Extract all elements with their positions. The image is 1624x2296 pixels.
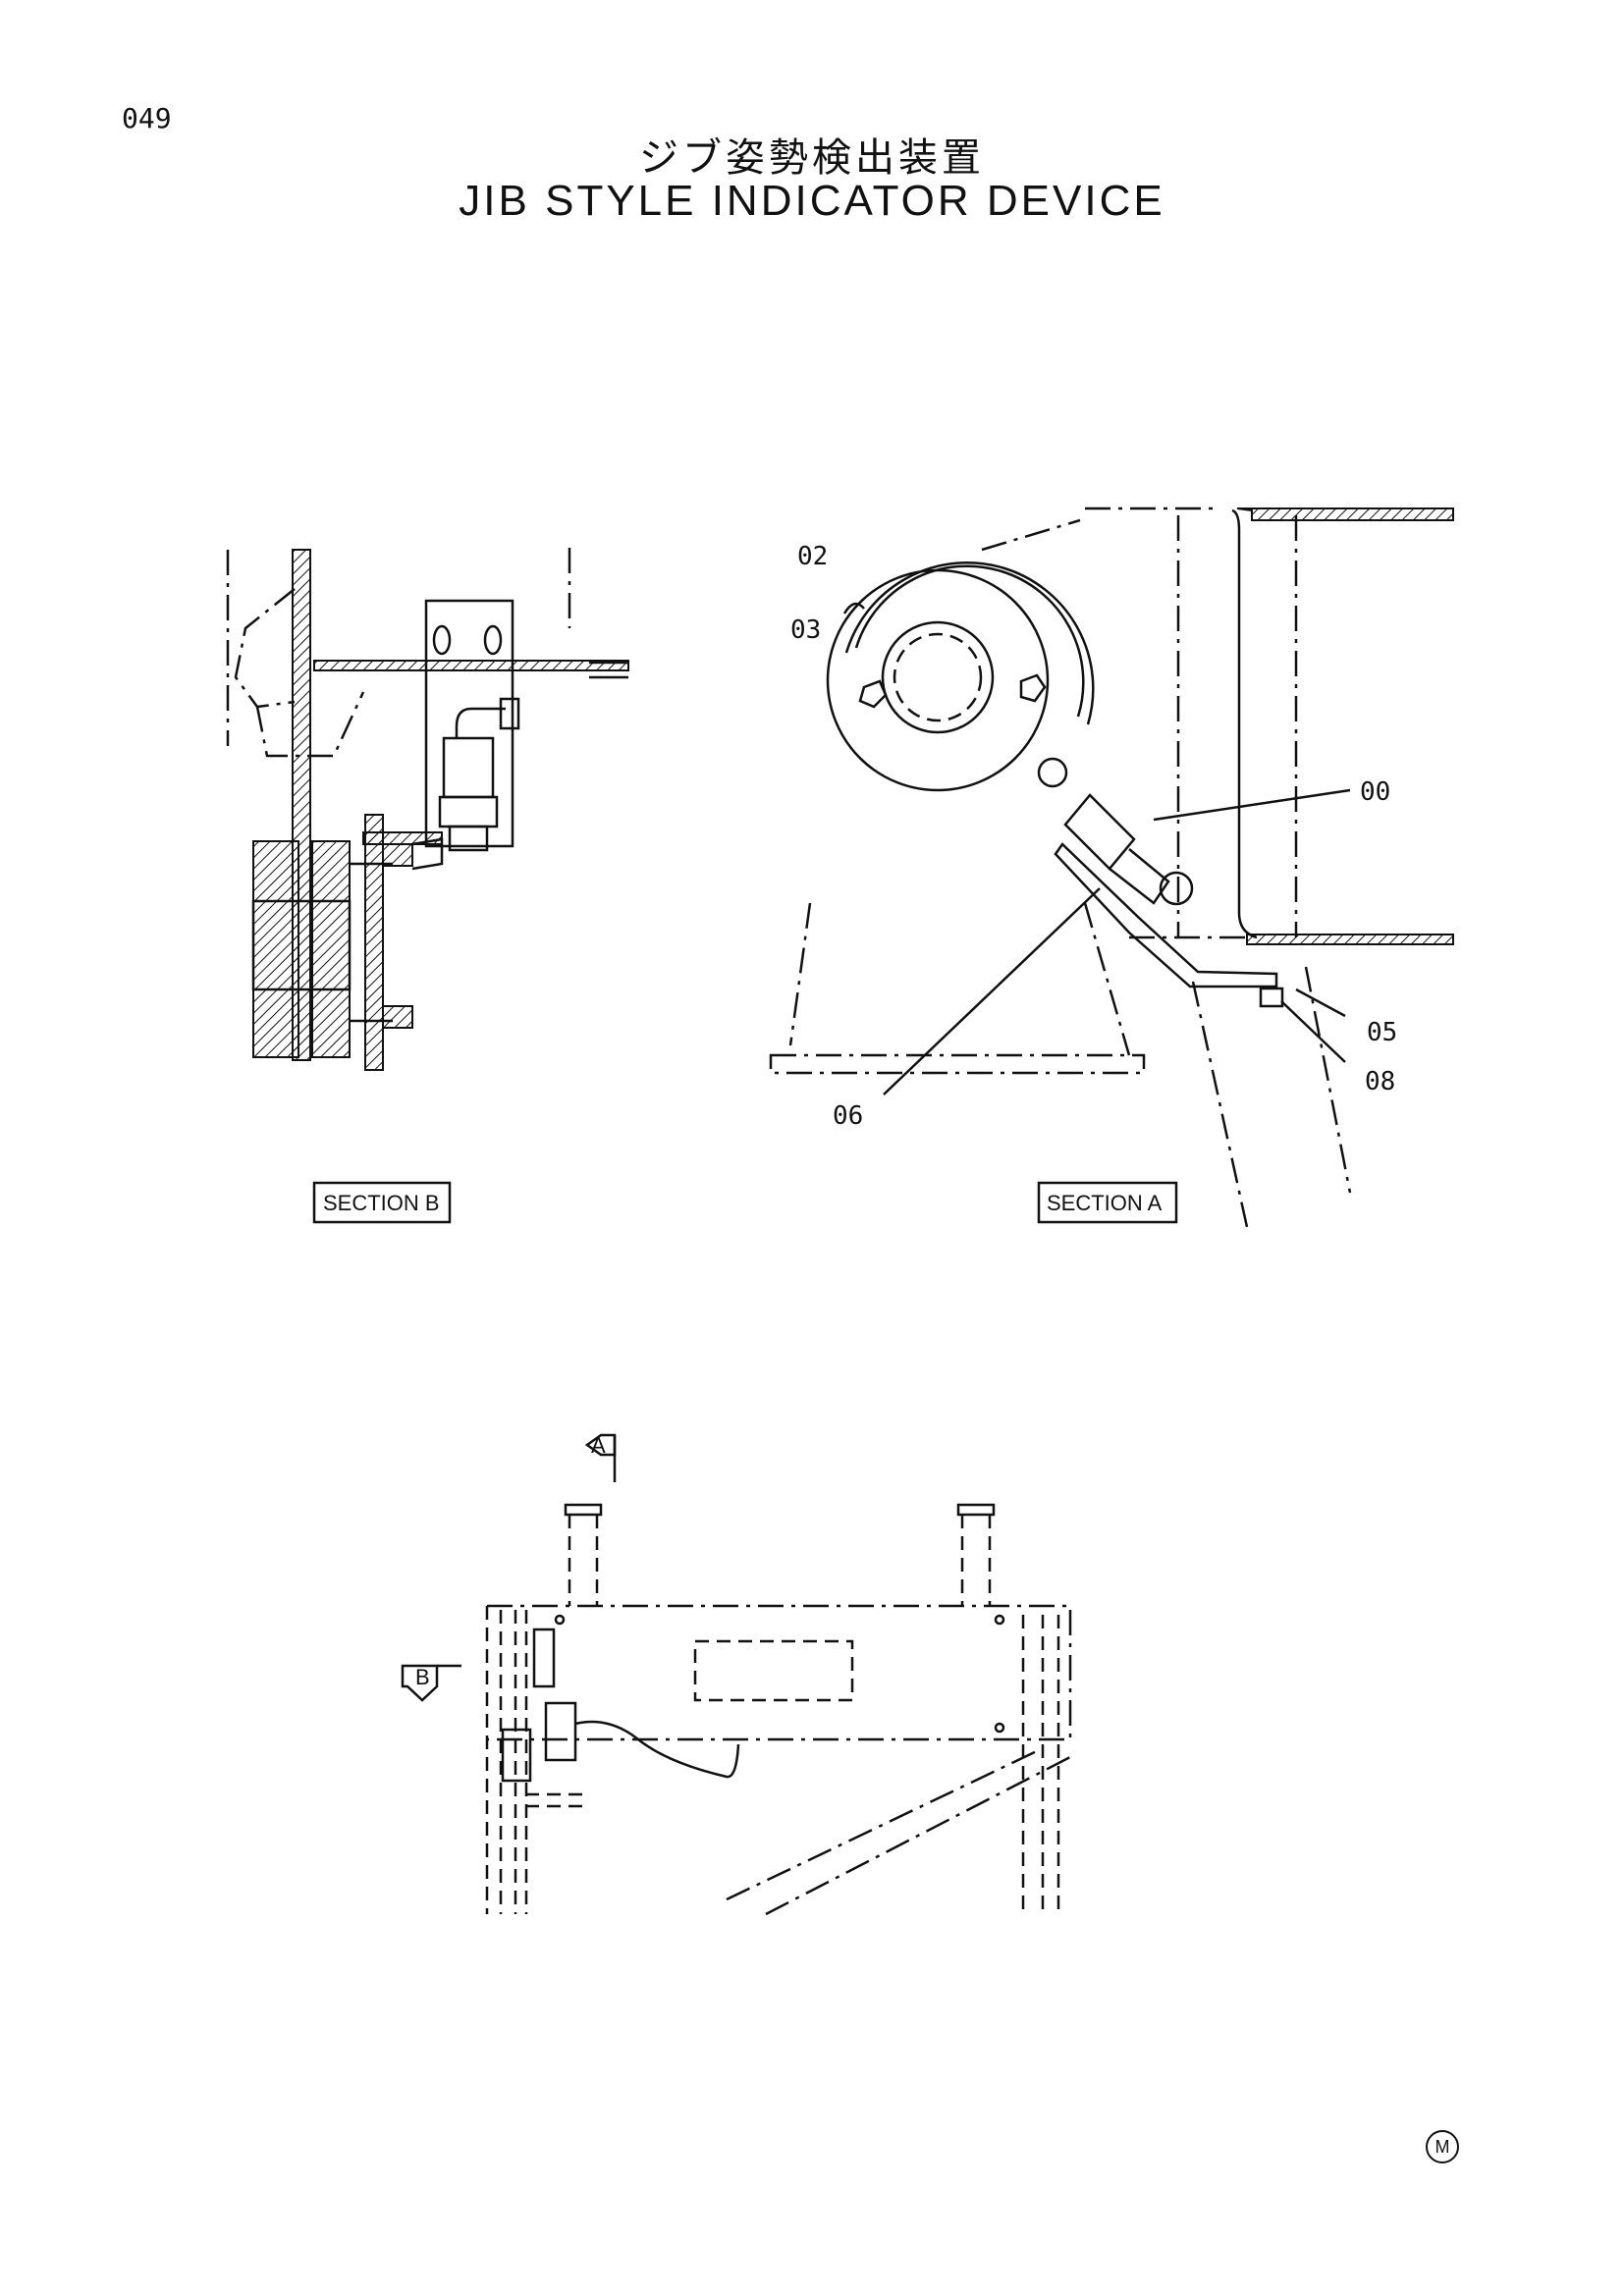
title-japanese: ジブ姿勢検出装置 — [639, 135, 985, 181]
callout-02: 02 — [797, 542, 828, 571]
callout-00: 00 — [1360, 777, 1390, 807]
section-a-label-box — [1037, 1181, 1178, 1224]
section-b-label: SECTION B — [323, 1191, 440, 1215]
view-marker-b: B — [415, 1665, 430, 1689]
view-marker-a: A — [591, 1433, 606, 1458]
plan-view — [401, 1433, 1072, 1916]
callout-08: 08 — [1365, 1067, 1395, 1096]
callout-06: 06 — [833, 1101, 863, 1131]
section-b-view — [226, 548, 629, 1071]
section-a-view — [769, 507, 1454, 1228]
title-english: JIB STYLE INDICATOR DEVICE — [459, 177, 1165, 225]
corner-mark: M — [1426, 2130, 1459, 2163]
callout-05: 05 — [1367, 1018, 1397, 1047]
callout-03: 03 — [790, 615, 821, 645]
section-b-label-box — [312, 1181, 452, 1224]
page-code: 049 — [122, 102, 172, 134]
section-a-label: SECTION A — [1047, 1191, 1163, 1215]
